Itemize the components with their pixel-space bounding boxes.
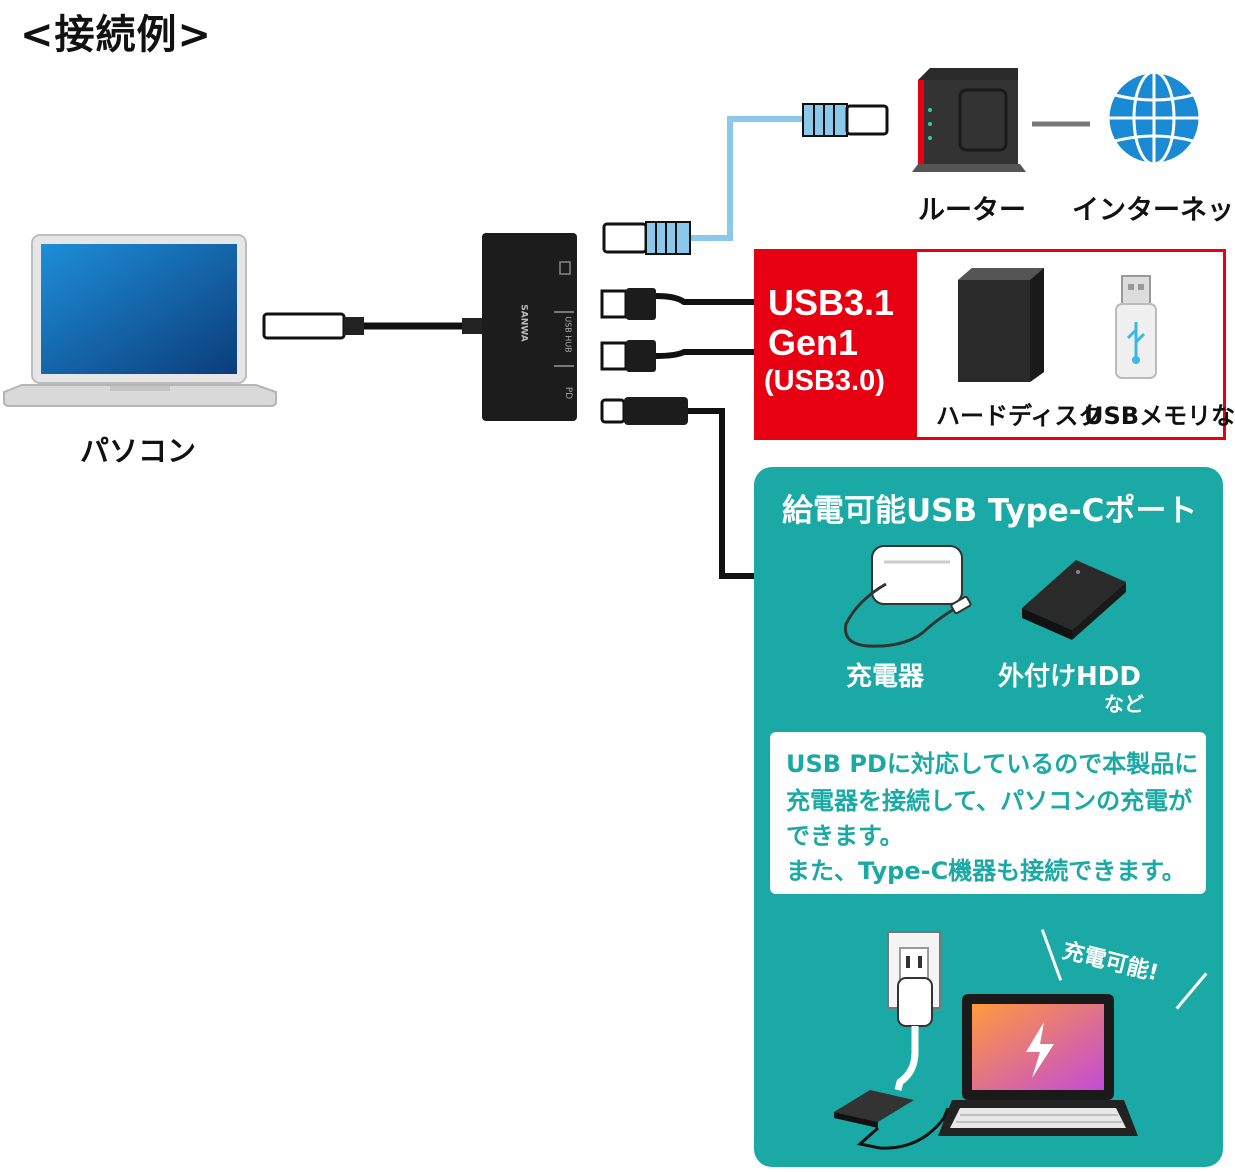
info-line-2: 充電器を接続して、パソコンの充電が (786, 787, 1193, 815)
plug-adapter-icon (894, 977, 933, 1091)
router-icon (912, 68, 1026, 172)
internet-label: インターネット (1072, 195, 1235, 226)
usb3-line1: USB3.1 (768, 282, 895, 323)
hdd-label: ハードディスク (936, 402, 1103, 430)
pc-label: パソコン (80, 434, 197, 468)
lan-cable (602, 103, 889, 255)
diagram-title: <接続例> (20, 12, 213, 58)
info-line-4: また、Type-C機器も接続できます。 (786, 857, 1186, 885)
usb-a-cable-1 (600, 288, 756, 320)
hub-small-icon (834, 1090, 950, 1150)
hub-pd-label: PD (563, 386, 574, 400)
usb-hub-device (482, 233, 577, 421)
external-hdd-nado: など (1104, 692, 1144, 716)
hub-type-label: USB HUB (563, 316, 573, 353)
usb-memory-label: USBメモリなど (1084, 402, 1235, 430)
usb3-line3: (USB3.0) (764, 365, 885, 397)
laptop-charging-icon (938, 994, 1138, 1136)
laptop-icon (3, 234, 277, 407)
external-hdd-icon (1022, 560, 1126, 640)
router-label: ルーター (918, 195, 1026, 226)
info-box (770, 732, 1206, 894)
hard-disk-icon (958, 268, 1044, 382)
usb-c-cable-port (600, 397, 756, 579)
usb3-section-panel: USB3.1 Gen1 (USB3.0) (754, 249, 917, 440)
info-line-3: できます。 (786, 822, 904, 850)
charger-icon (843, 545, 972, 648)
charging-illustration (834, 931, 1138, 1150)
usb3-line2: Gen1 (768, 322, 859, 363)
globe-icon (1106, 70, 1202, 166)
charger-label: 充電器 (846, 662, 925, 692)
usb-memory-icon (1115, 275, 1157, 379)
hub-brand-label: SANWA (518, 304, 529, 342)
info-line-1: USB PDに対応しているので本製品に (786, 750, 1199, 778)
external-hdd-label: 外付けHDD (998, 662, 1141, 692)
typec-section-title: 給電可能USB Type-Cポート (782, 493, 1198, 529)
usb-c-cable-pc (262, 312, 482, 340)
usb-a-cable-2 (600, 340, 756, 372)
